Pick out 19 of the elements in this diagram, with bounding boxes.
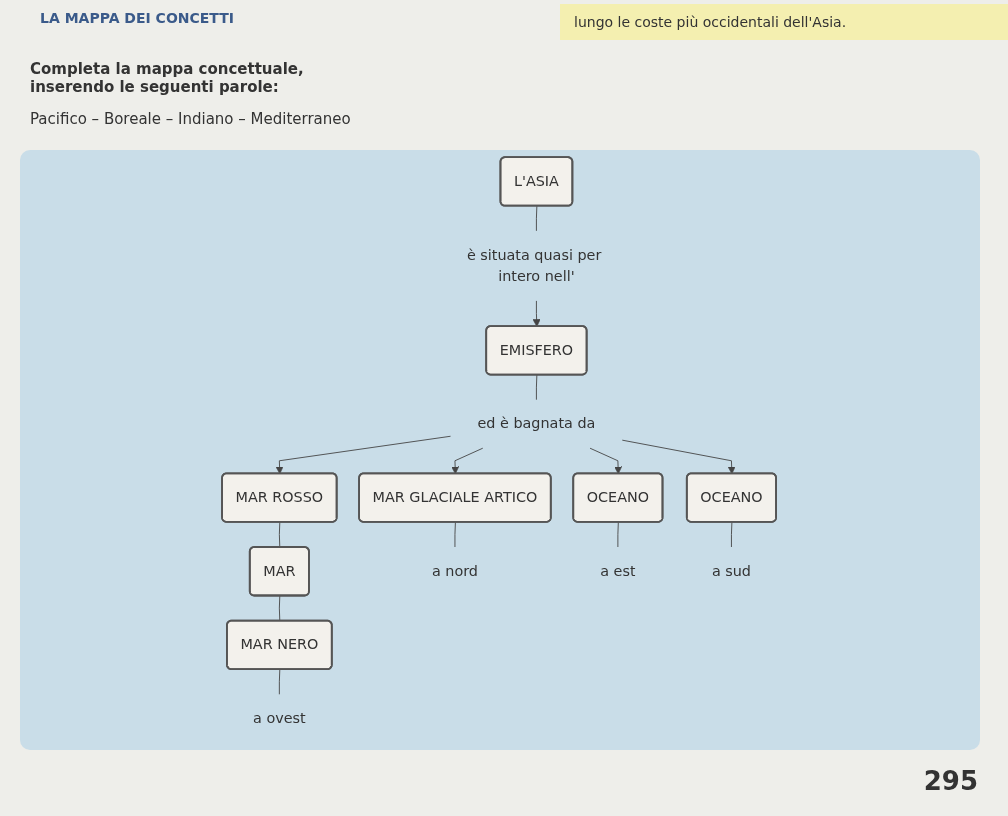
note-text: lungo le coste più occidentali dell'Asia. (560, 4, 1008, 40)
node-text: a ovest (253, 709, 306, 727)
connector (535, 205, 538, 232)
node-text: a est (600, 562, 636, 580)
connector (278, 595, 281, 622)
connector (454, 521, 456, 548)
connector (617, 521, 619, 548)
title: LA MAPPA DEI CONCETTI (40, 10, 234, 26)
connector (731, 521, 733, 548)
connector (278, 669, 281, 695)
instruction-text: Completa la mappa concettuale, inserendo le seguenti parole: (30, 60, 305, 96)
connector (278, 521, 281, 548)
node-text: a nord (431, 562, 478, 580)
connector (535, 374, 538, 401)
node-text: è situata quasi per intero nell' (466, 246, 602, 285)
node-text: a sud (711, 562, 751, 580)
page-number: 295 (923, 766, 978, 796)
node-text: ed è bagnata da (477, 414, 596, 433)
word-list: Pacifico – Boreale – Indiano – Mediterraneo (30, 110, 360, 128)
